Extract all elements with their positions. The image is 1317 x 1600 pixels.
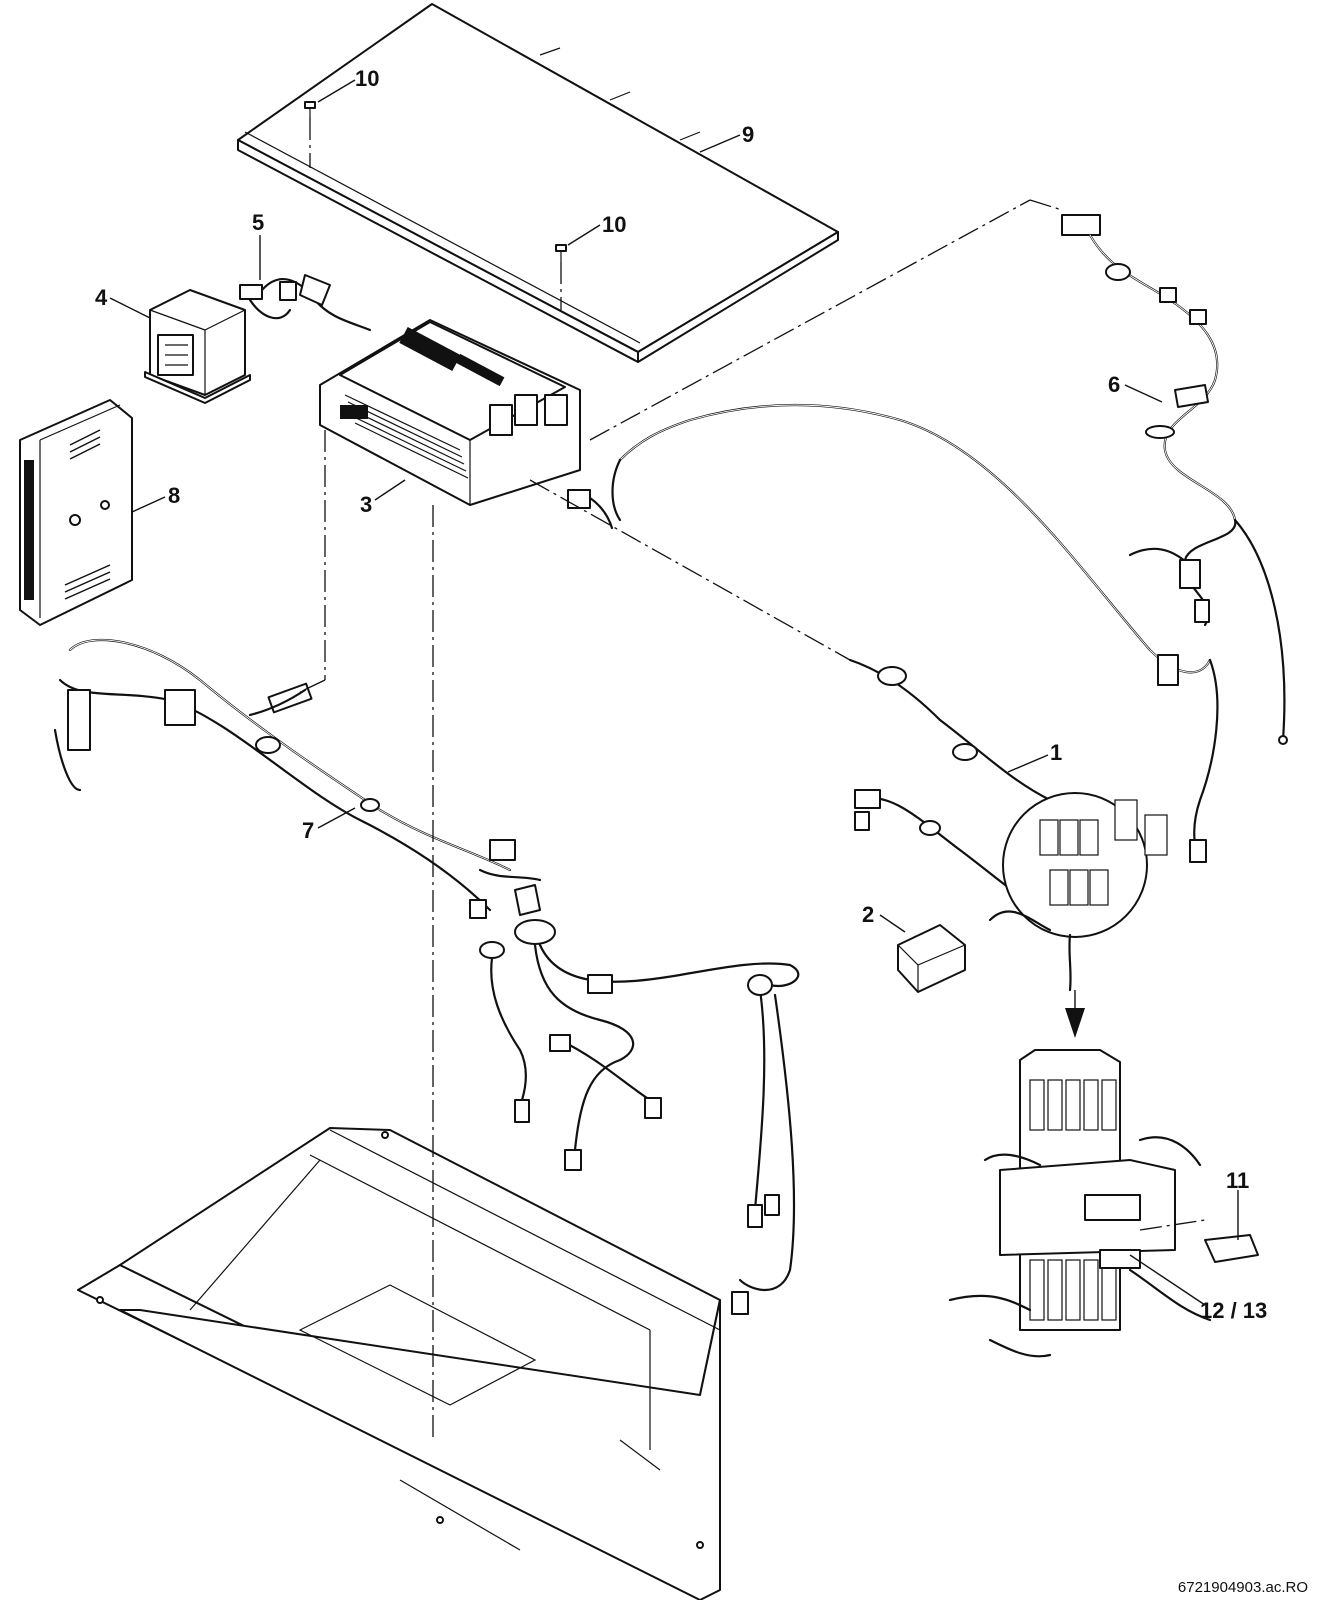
left-harness — [53, 638, 800, 1315]
callout-7: 7 — [302, 818, 314, 843]
base-tray — [77, 1127, 721, 1600]
callout-labels: 9 10 10 5 4 8 3 6 1 7 2 11 12 / 13 — [95, 66, 1267, 1323]
callout-leaders — [109, 79, 1239, 1306]
screw-middle — [555, 244, 567, 310]
callout-9: 9 — [742, 122, 754, 147]
transformer-cable — [239, 274, 372, 332]
filter-component — [897, 924, 966, 993]
control-unit — [319, 319, 581, 506]
control-board — [19, 399, 133, 626]
reference-code: 6721904903.ac.RO — [1178, 1579, 1308, 1596]
cover-panel — [237, 3, 839, 363]
main-harness — [567, 403, 1219, 992]
detail-arrow — [1065, 990, 1085, 1038]
callout-10-middle: 10 — [602, 212, 626, 237]
alignment-lines — [299, 199, 1063, 1440]
callout-1: 1 — [1050, 740, 1062, 765]
callout-11: 11 — [1226, 1168, 1249, 1193]
callout-10-top: 10 — [355, 66, 379, 91]
callout-2: 2 — [862, 902, 874, 927]
screw-top — [304, 101, 316, 168]
callout-3: 3 — [360, 492, 372, 517]
callout-12-13: 12 / 13 — [1200, 1298, 1267, 1323]
callout-8: 8 — [168, 483, 180, 508]
transformer — [144, 289, 251, 404]
harness-top-right — [1061, 214, 1288, 745]
callout-5: 5 — [252, 210, 264, 235]
terminal-block-detail — [948, 1049, 1259, 1358]
callout-6: 6 — [1108, 372, 1120, 397]
callout-4: 4 — [95, 285, 108, 310]
